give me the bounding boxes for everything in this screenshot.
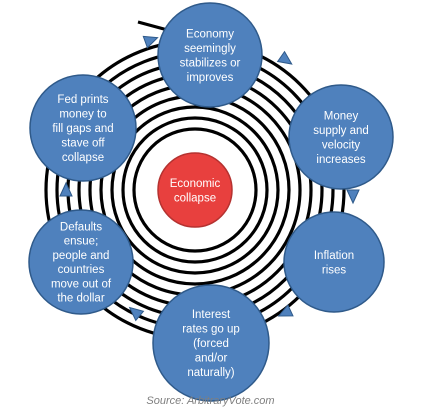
- node-label-line: rates go up: [182, 324, 240, 336]
- node-circle: [283, 211, 385, 313]
- node-money-supply: Money supply and velocity increases: [288, 84, 394, 190]
- node-fed-prints: Fed prints money to fill gaps and stave off…: [29, 74, 137, 182]
- node-economy-stabilizes: Economy seemingly stabilizes or improves: [157, 2, 263, 108]
- node-label-line: rises: [322, 264, 347, 276]
- node-label-line: Economy: [186, 28, 234, 40]
- spiral-ring-7: [110, 105, 280, 275]
- node-label-line: and/or: [195, 353, 228, 365]
- cycle-arrow-2: [346, 189, 360, 205]
- node-label-line: naturally): [187, 367, 234, 379]
- node-label-line: collapse: [62, 152, 104, 164]
- center-label-line: Economic: [170, 178, 221, 190]
- center-label-line: collapse: [174, 192, 216, 204]
- spiral-ring-8: [121, 116, 269, 264]
- node-label-line: fill gaps and: [52, 123, 113, 135]
- node-circle: [28, 209, 134, 315]
- node-label-line: Inflation: [314, 250, 354, 262]
- cycle-arrow-6: [142, 35, 159, 49]
- center-node: Economic collapse: [157, 152, 233, 228]
- cycle-nodes: Economy seemingly stabilizes or improvesMon…: [28, 2, 394, 402]
- node-label-line: velocity: [322, 139, 361, 151]
- node-label-line: increases: [316, 154, 365, 166]
- cycle-arrow-1: [276, 50, 293, 65]
- node-circle: [29, 74, 137, 182]
- node-label-line: stabilizes or: [180, 57, 241, 69]
- node-circle: [157, 2, 263, 108]
- node-label-line: countries: [58, 264, 105, 276]
- center-circle: [157, 152, 233, 228]
- node-circle: [152, 284, 270, 402]
- cycle-arrow-5: [59, 181, 73, 197]
- node-label-line: (forced: [193, 338, 229, 350]
- node-label-line: Defaults: [60, 222, 102, 234]
- node-label-line: move out of: [51, 278, 112, 290]
- node-inflation: Inflation rises: [283, 211, 385, 313]
- node-label-line: ensue;: [64, 236, 99, 248]
- cycle-arrow-3: [277, 304, 294, 317]
- node-label-line: Fed prints: [57, 94, 108, 106]
- source-caption: Source: ArbitraryVote.com: [146, 395, 275, 407]
- cycle-arrows: [59, 35, 360, 322]
- node-interest-rates: Interest rates go up (forced and/or naturall…: [152, 284, 270, 402]
- node-label-line: improves: [187, 72, 234, 84]
- node-label-line: people and: [53, 250, 110, 262]
- node-label-line: money to: [59, 109, 106, 121]
- node-circle: [288, 84, 394, 190]
- node-label-line: Interest: [192, 309, 231, 321]
- node-label-line: stave off: [61, 138, 105, 150]
- node-label-line: seemingly: [184, 43, 236, 55]
- node-label-line: the dollar: [57, 293, 104, 305]
- node-label-line: supply and: [313, 125, 369, 137]
- cycle-arrow-4: [128, 306, 145, 322]
- node-defaults: Defaults ensue; people and countries move ou…: [28, 209, 134, 315]
- node-label-line: Money: [324, 110, 359, 122]
- spiral-ring-9: [132, 127, 258, 253]
